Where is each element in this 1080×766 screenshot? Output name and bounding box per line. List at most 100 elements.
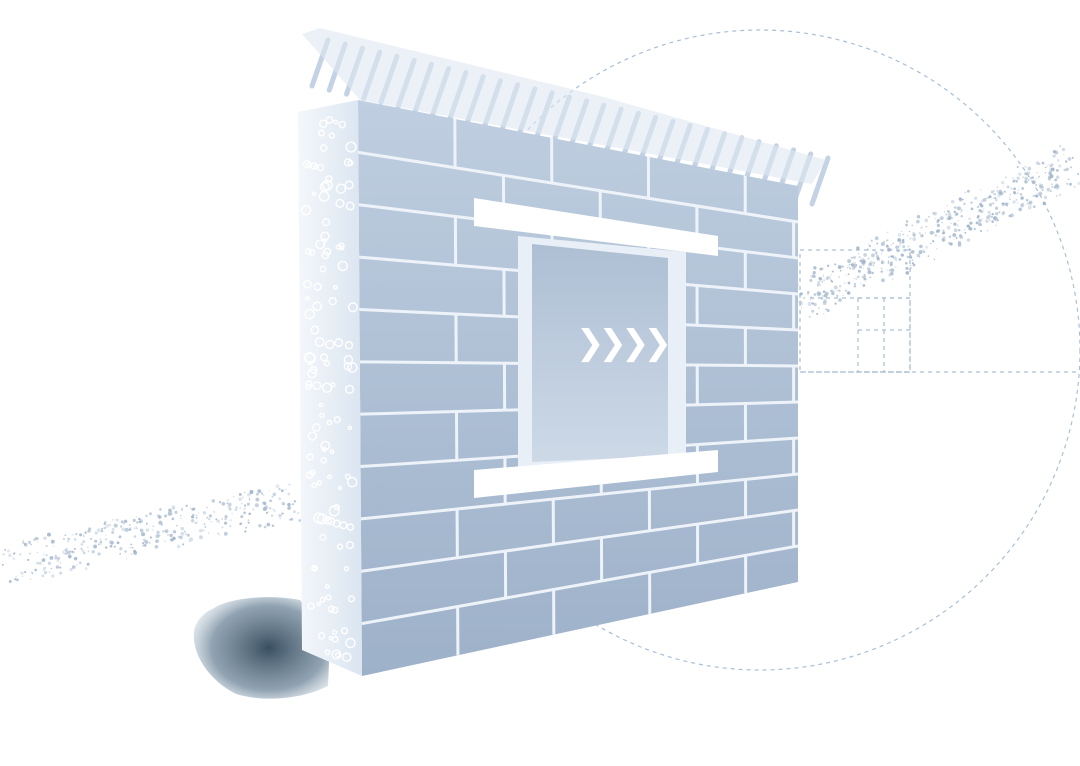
speckle-dot bbox=[243, 507, 246, 510]
speckle-dot bbox=[863, 253, 867, 257]
roof-fin bbox=[809, 155, 831, 207]
speckle-dot bbox=[190, 519, 195, 523]
speckle-dot bbox=[186, 533, 190, 537]
speckle-dot bbox=[1019, 193, 1023, 196]
speckle-dot bbox=[139, 528, 144, 533]
perforation-dot bbox=[309, 469, 316, 476]
speckle-dot bbox=[24, 543, 28, 548]
speckle-dot bbox=[858, 265, 863, 269]
perforation-dot bbox=[335, 198, 345, 209]
speckle-dot bbox=[227, 502, 232, 507]
perforation-dot bbox=[304, 296, 310, 301]
speckle-dot bbox=[46, 532, 51, 537]
speckle-dot bbox=[1056, 169, 1059, 172]
speckle-dot bbox=[897, 249, 899, 252]
speckle-dot bbox=[73, 547, 76, 550]
perforation-dot bbox=[316, 480, 323, 486]
speckle-dot bbox=[806, 290, 810, 294]
speckle-dot bbox=[43, 570, 48, 575]
speckle-dot bbox=[213, 511, 215, 513]
speckle-dot bbox=[80, 543, 84, 546]
speckle-dot bbox=[1001, 180, 1005, 185]
speckle-dot bbox=[1046, 187, 1051, 192]
perforation-dot bbox=[333, 284, 338, 290]
speckle-dot bbox=[97, 552, 101, 556]
speckle-dot bbox=[813, 266, 817, 270]
speckle-dot bbox=[71, 565, 76, 569]
speckle-dot bbox=[960, 214, 963, 218]
speckle-dot bbox=[218, 533, 221, 536]
speckle-dot bbox=[73, 556, 78, 561]
speckle-dot bbox=[226, 502, 229, 505]
speckle-dot bbox=[910, 249, 915, 254]
speckle-dot bbox=[858, 252, 860, 255]
speckle-dot bbox=[258, 524, 262, 528]
speckle-dot bbox=[862, 267, 864, 269]
speckle-dot bbox=[798, 300, 802, 304]
speckle-dot bbox=[822, 274, 825, 276]
speckle-dot bbox=[997, 194, 1001, 198]
speckle-dot bbox=[834, 263, 837, 266]
speckle-dot bbox=[76, 563, 78, 566]
speckle-dot bbox=[288, 483, 291, 486]
speckle-dot bbox=[136, 521, 139, 524]
speckle-dot bbox=[128, 523, 131, 526]
speckle-dot bbox=[962, 198, 964, 201]
speckle-dot bbox=[67, 537, 71, 541]
speckle-dot bbox=[918, 231, 921, 235]
speckle-dot bbox=[900, 230, 903, 233]
speckle-dot bbox=[813, 302, 817, 307]
perforation-dot bbox=[307, 368, 317, 379]
perforation-dot bbox=[320, 440, 331, 451]
speckle-dot bbox=[132, 518, 136, 522]
speckle-dot bbox=[896, 251, 898, 253]
speckle-dot bbox=[1041, 161, 1045, 165]
speckle-dot bbox=[218, 500, 222, 504]
speckle-dot bbox=[105, 534, 107, 537]
perforation-dot bbox=[328, 297, 337, 306]
speckle-dot bbox=[239, 507, 242, 509]
perforation-dot bbox=[320, 457, 328, 464]
speckle-dot bbox=[1032, 205, 1036, 209]
speckle-dot bbox=[244, 530, 247, 533]
speckle-dot bbox=[853, 277, 855, 280]
speckle-dot bbox=[860, 282, 862, 285]
speckle-dot bbox=[975, 221, 979, 225]
perforation-dot bbox=[321, 446, 327, 452]
speckle-dot bbox=[195, 521, 198, 524]
speckle-dot bbox=[1013, 187, 1016, 191]
speckle-dot bbox=[953, 228, 958, 233]
perforation-dot bbox=[333, 504, 340, 511]
speckle-dot bbox=[942, 229, 945, 232]
speckle-dot bbox=[901, 240, 905, 244]
speckle-dot bbox=[185, 504, 188, 507]
speckle-dot bbox=[799, 311, 801, 313]
speckle-dot bbox=[897, 233, 902, 237]
perforation-dot bbox=[328, 505, 340, 517]
speckle-dot bbox=[285, 488, 287, 490]
speckle-dot bbox=[43, 536, 47, 540]
speckle-dot bbox=[893, 256, 897, 260]
speckle-dot bbox=[159, 508, 162, 511]
speckle-dot bbox=[886, 239, 889, 242]
speckle-dot bbox=[1002, 185, 1004, 187]
speckle-dot bbox=[289, 518, 291, 521]
speckle-dot bbox=[287, 502, 291, 507]
speckle-dot bbox=[994, 206, 999, 210]
speckle-dot bbox=[133, 535, 137, 538]
speckle-dot bbox=[278, 513, 282, 518]
speckle-dot bbox=[1041, 189, 1044, 191]
speckle-dot bbox=[970, 201, 973, 204]
speckle-dot bbox=[993, 197, 995, 199]
speckle-dot bbox=[890, 244, 893, 246]
speckle-dot bbox=[45, 544, 48, 547]
perforation-dot bbox=[327, 605, 336, 613]
speckle-dot bbox=[82, 551, 86, 555]
perforation-dot bbox=[319, 596, 326, 603]
speckle-dot bbox=[1027, 166, 1032, 171]
speckle-dot bbox=[974, 196, 978, 200]
speckle-dot bbox=[948, 213, 952, 218]
speckle-dot bbox=[51, 556, 54, 559]
speckle-dot bbox=[255, 492, 259, 496]
speckle-dot bbox=[263, 502, 267, 506]
